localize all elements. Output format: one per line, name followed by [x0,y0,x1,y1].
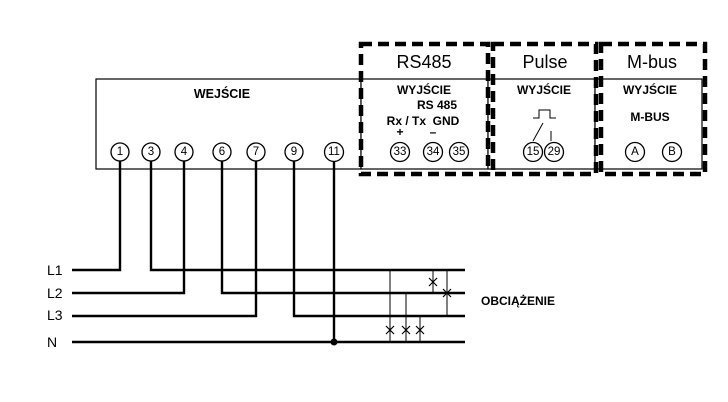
neutral-junction [330,338,338,346]
pulse-header: Pulse [522,52,567,72]
input-terminal-7: 7 [246,142,266,162]
wire-l2 [72,161,186,295]
rs485-signal-line: Rx / Tx GND [387,114,460,128]
wire-l3 [72,161,258,318]
mbus-sub-label: M-BUS [630,110,669,124]
svg-text:3: 3 [148,146,154,158]
input-terminal-1: 1 [110,142,130,162]
svg-text:7: 7 [253,146,259,158]
input-terminal-6: 6 [212,142,232,162]
load-markers [385,277,452,335]
svg-text:1: 1 [117,146,123,158]
pulse-contact-icon [532,122,552,142]
input-block-title: WEJŚCIE [194,86,250,101]
mbus-output-label: WYJŚCIE [623,82,677,97]
svg-text:33: 33 [394,146,407,158]
pulse-terminal-29: 29 [543,141,565,163]
mbus-terminal-b: B [661,141,683,163]
load-label: OBCIĄŻENIE [481,293,555,308]
svg-text:35: 35 [453,146,466,158]
pulse-module-outline [490,41,599,177]
input-terminal-4: 4 [174,142,194,162]
wire-l1 [72,161,122,272]
input-terminal-3: 3 [141,142,161,162]
rs485-module-outline [358,41,491,177]
mbus-terminal-a: A [624,141,646,163]
pulse-module-body [487,78,596,170]
rs485-plus-sign: + [396,125,403,139]
line-label-n: N [47,334,57,350]
svg-text:11: 11 [328,146,340,158]
input-terminal-11: 11 [323,141,345,163]
mbus-module-outline [598,41,708,177]
line-label-l2: L2 [47,285,63,301]
load-connections [389,270,448,342]
mbus-header: M-bus [627,52,677,72]
mbus-module-body [594,78,703,170]
line-label-l1: L1 [47,262,63,278]
svg-text:34: 34 [427,146,440,158]
input-terminal-9: 9 [284,142,304,162]
svg-text:15: 15 [527,146,540,158]
rs485-terminal-35: 35 [448,141,470,163]
rs485-output-label: WYJŚCIE [397,82,451,97]
rs485-minus-sign: – [430,125,437,139]
load-wire-l3 [292,161,465,318]
svg-text:29: 29 [548,146,561,158]
load-wire-l2 [220,161,465,295]
pulse-terminal-15: 15 [522,141,544,163]
rs485-terminal-34: 34 [422,141,444,163]
rs485-sub-label: RS 485 [417,98,457,112]
svg-text:A: A [631,146,639,158]
pulse-symbol-icon [533,109,556,119]
svg-text:4: 4 [181,146,188,158]
line-label-l3: L3 [47,307,63,323]
rs485-terminal-33: 33 [389,141,411,163]
rs485-header: RS485 [396,52,451,72]
pulse-output-label: WYJŚCIE [517,82,571,97]
svg-text:6: 6 [219,146,225,158]
load-wire-l1 [149,161,465,272]
svg-text:B: B [668,146,676,158]
svg-text:9: 9 [291,146,297,158]
